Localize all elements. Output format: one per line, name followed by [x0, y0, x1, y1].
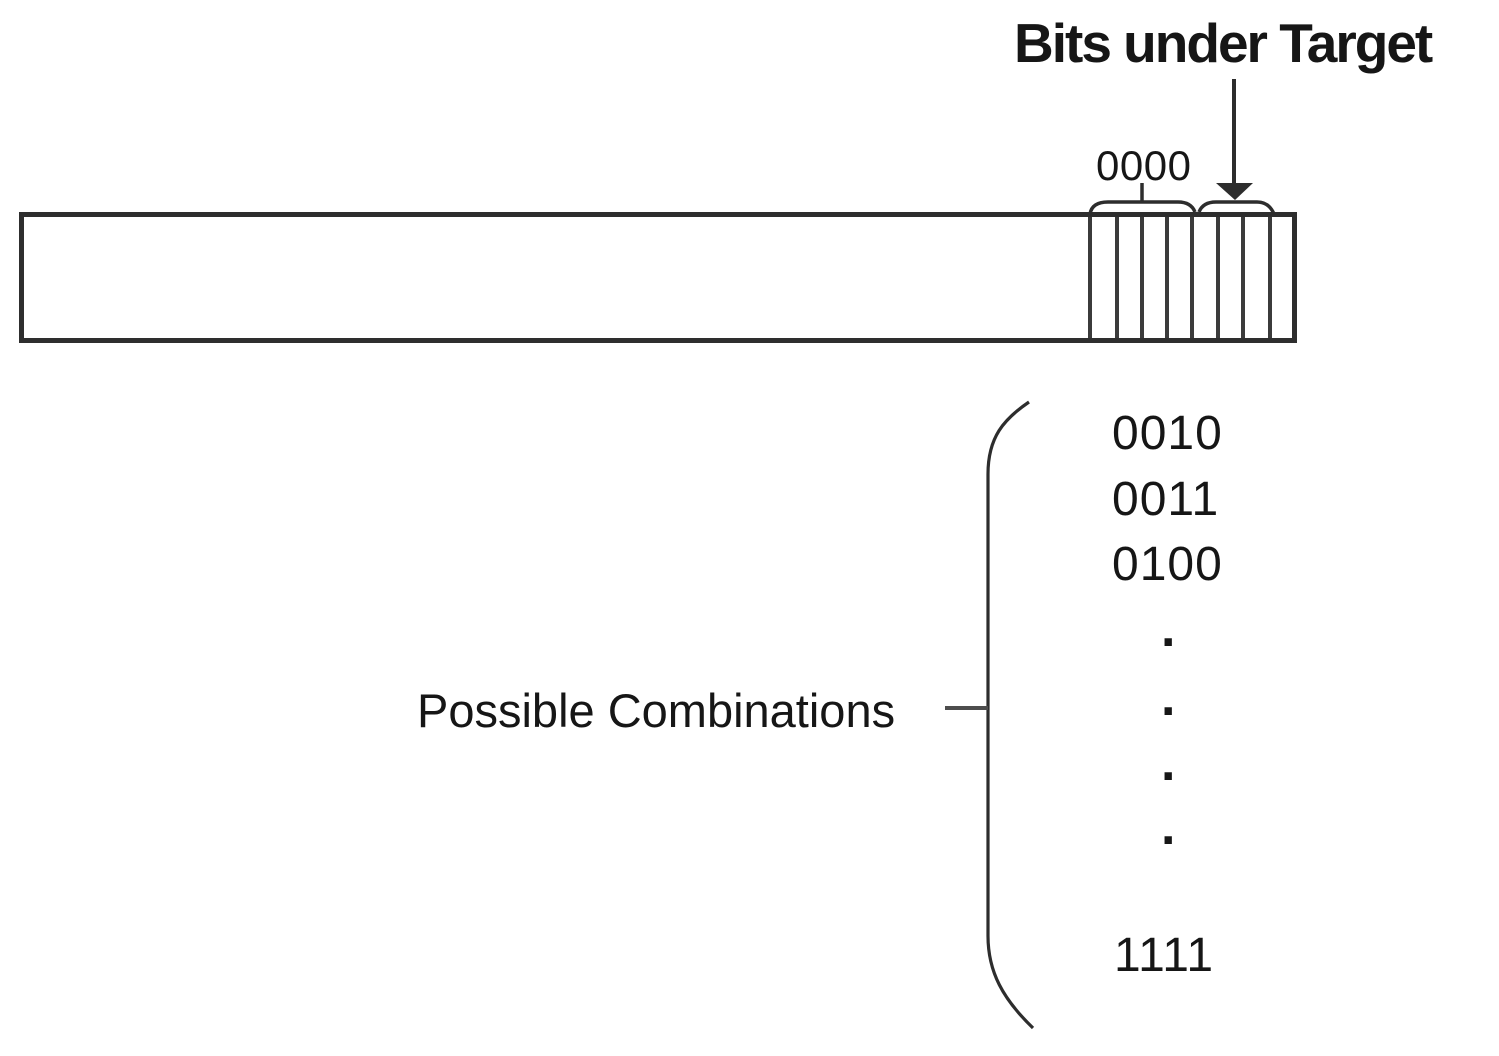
combination-item: 0100	[1112, 538, 1223, 591]
bit-cell-divider	[1115, 217, 1119, 338]
bits-under-target-label: Bits under Target	[1014, 12, 1433, 74]
bit-cell-divider	[1216, 217, 1220, 338]
bit-cell-divider	[1165, 217, 1169, 338]
ellipsis-dot: .	[1161, 669, 1176, 727]
ellipsis-dot: .	[1161, 798, 1176, 856]
bit-cell-divider	[1241, 217, 1245, 338]
ellipsis-dot: .	[1161, 734, 1176, 792]
combination-item: 0011	[1112, 473, 1220, 526]
bit-cell-divider	[1088, 217, 1092, 338]
bit-group-label: 0000	[1096, 142, 1192, 189]
target-arrowhead-icon	[1216, 183, 1253, 200]
ellipsis-dot: .	[1161, 600, 1176, 658]
combination-item-last: 1111	[1114, 929, 1215, 982]
possible-combinations-label: Possible Combinations	[417, 684, 896, 737]
bit-field-bar	[19, 212, 1297, 343]
bit-cell-divider	[1190, 217, 1194, 338]
bit-cell-divider	[1268, 217, 1272, 338]
combination-item: 0010	[1112, 407, 1223, 460]
combinations-brace	[986, 400, 1035, 1030]
bit-cell-divider	[1140, 217, 1144, 338]
